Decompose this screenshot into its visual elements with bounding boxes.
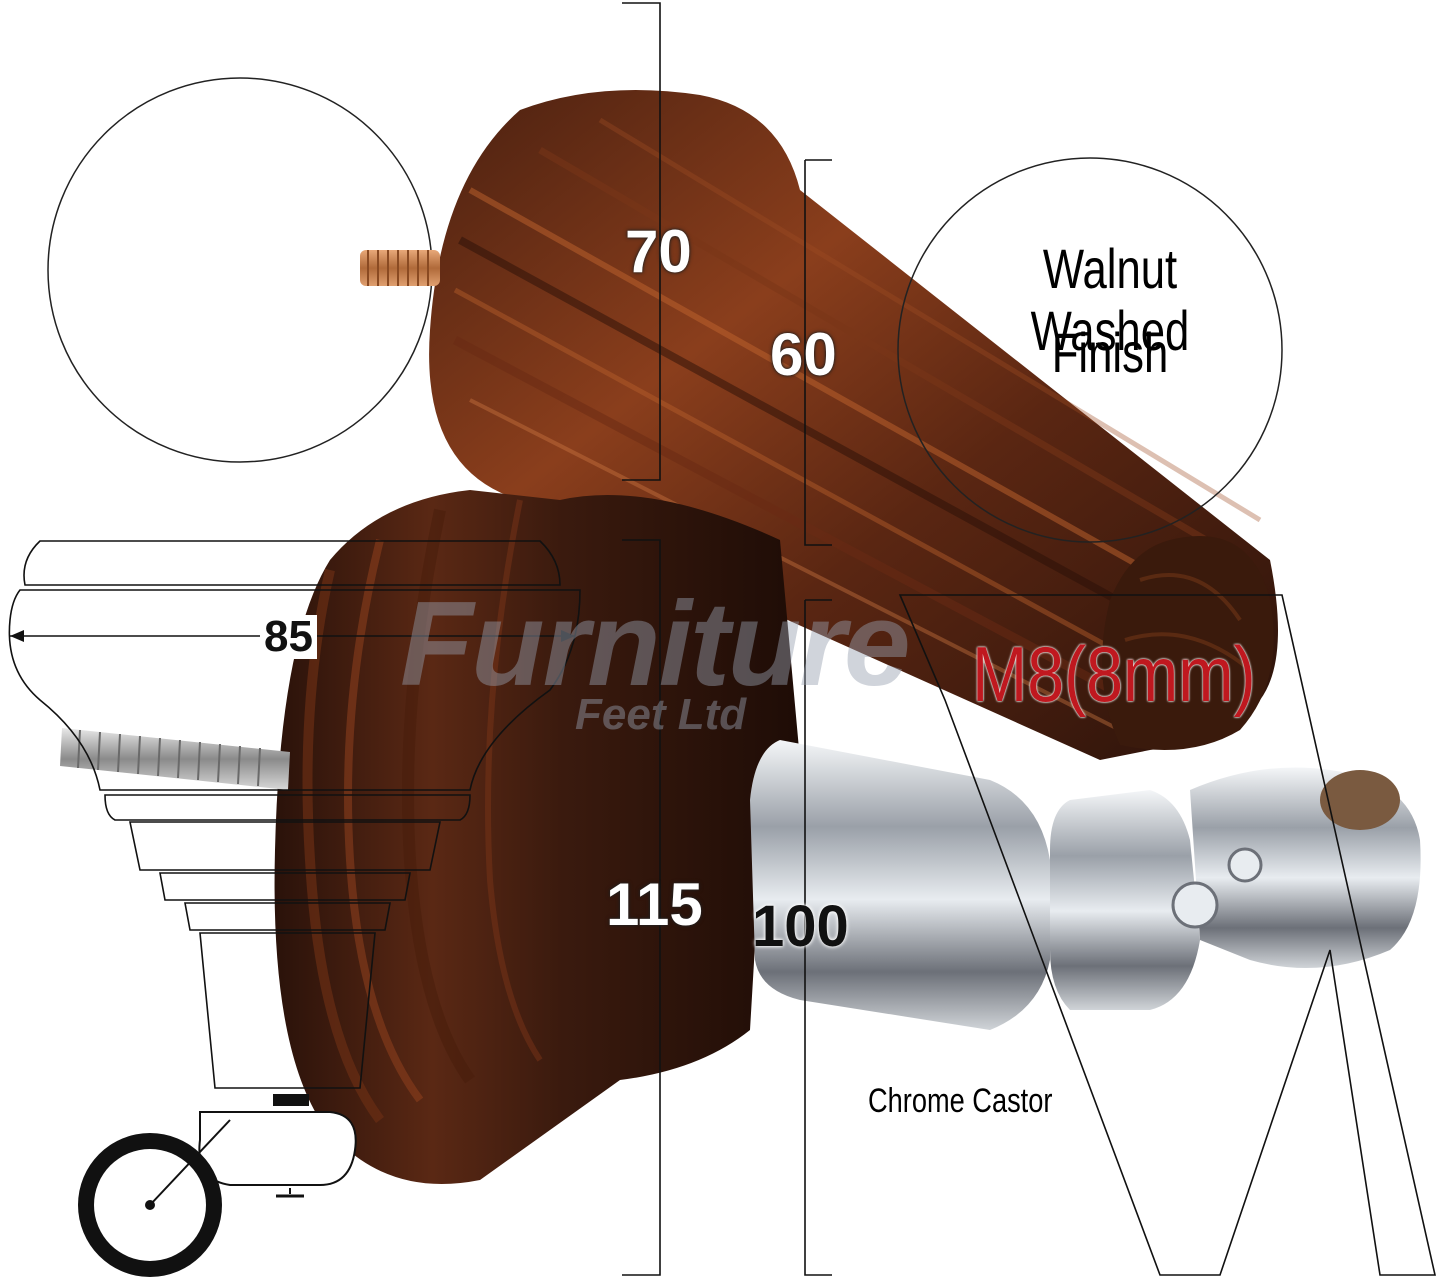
castor-type-label: Chrome Castor [868, 1082, 1053, 1120]
castor-wheel-icon [78, 1094, 357, 1277]
outline-circle-right [897, 157, 1283, 543]
thread-size-label: M8(8mm) [972, 630, 1256, 718]
finish-callout-line2: Finish [1051, 321, 1169, 384]
top-wooden-leg [429, 90, 1278, 760]
dimension-label-100: 100 [752, 894, 849, 959]
dimension-label-85: 85 [260, 615, 317, 659]
dimension-label-115: 115 [606, 871, 703, 938]
dimension-brackets [622, 2, 832, 1276]
watermark-brand-sub: Feet Ltd [575, 690, 747, 739]
dimension-label-60: 60 [770, 321, 837, 388]
finish-callout-line1: Walnut Washed [1030, 237, 1190, 362]
silver-thread-bolt [60, 728, 290, 790]
brass-thread-bolt [360, 250, 440, 286]
thread-callout-outline [898, 594, 1436, 1276]
watermark-brand: Furniture [400, 577, 911, 711]
dimension-label-70: 70 [625, 218, 692, 285]
chrome-castor [750, 740, 1421, 1030]
leg-profile-icon [8, 540, 581, 1089]
